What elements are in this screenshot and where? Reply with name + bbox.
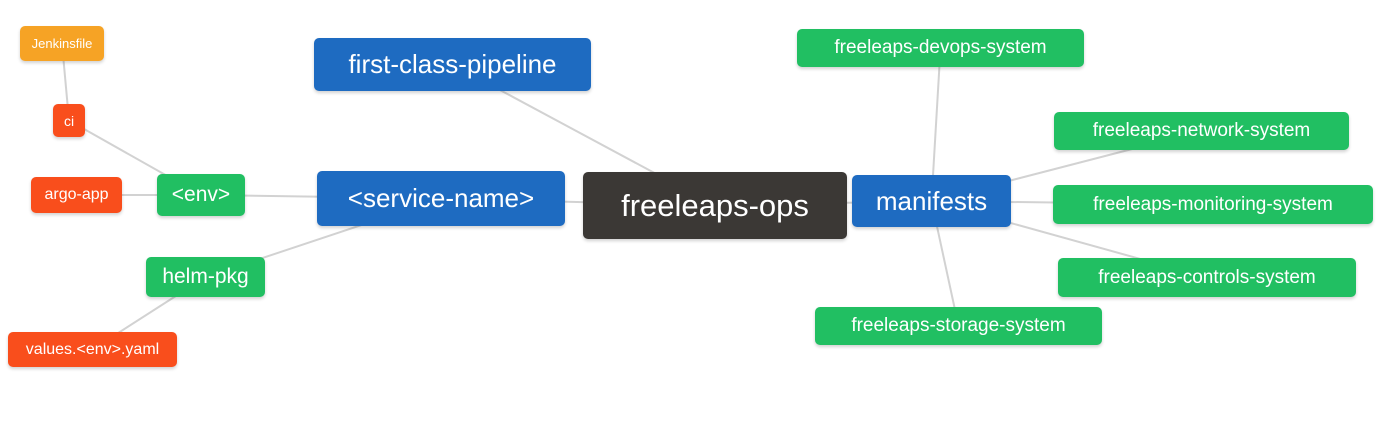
mindmap-node-jenkinsfile[interactable]: Jenkinsfile: [20, 26, 104, 61]
mindmap-node-first-class-pipeline[interactable]: first-class-pipeline: [314, 38, 591, 91]
mindmap-node-helm-pkg[interactable]: helm-pkg: [146, 257, 265, 297]
mindmap-node-storage-system[interactable]: freeleaps-storage-system: [815, 307, 1102, 345]
mindmap-node-env[interactable]: <env>: [157, 174, 245, 216]
node-label: argo-app: [44, 186, 109, 203]
node-label: freeleaps-storage-system: [851, 315, 1066, 336]
node-label: freeleaps-monitoring-system: [1093, 193, 1333, 215]
node-label: first-class-pipeline: [348, 49, 557, 79]
mindmap-node-freeleaps-ops[interactable]: freeleaps-ops: [583, 172, 847, 239]
node-label: <service-name>: [347, 183, 535, 213]
node-label: <env>: [171, 183, 231, 206]
node-label: manifests: [875, 185, 988, 216]
node-label: freeleaps-ops: [621, 187, 809, 223]
mindmap-node-service-name[interactable]: <service-name>: [317, 171, 565, 226]
mindmap-node-values-env-yaml[interactable]: values.<env>.yaml: [8, 332, 177, 367]
node-label: freeleaps-controls-system: [1098, 266, 1316, 288]
mindmap-node-ci[interactable]: ci: [53, 104, 85, 137]
node-label: helm-pkg: [162, 265, 249, 288]
node-label: values.<env>.yaml: [25, 340, 160, 358]
mindmap-node-monitoring-system[interactable]: freeleaps-monitoring-system: [1053, 185, 1373, 224]
node-label: freeleaps-devops-system: [834, 37, 1047, 58]
mindmap-node-manifests[interactable]: manifests: [852, 175, 1011, 227]
node-label: freeleaps-network-system: [1092, 120, 1311, 141]
mindmap-node-devops-system[interactable]: freeleaps-devops-system: [797, 29, 1084, 67]
mindmap-node-argo-app[interactable]: argo-app: [31, 177, 122, 213]
node-label: Jenkinsfile: [31, 36, 93, 51]
node-label: ci: [63, 112, 75, 129]
mindmap-node-controls-system[interactable]: freeleaps-controls-system: [1058, 258, 1356, 297]
mindmap-node-network-system[interactable]: freeleaps-network-system: [1054, 112, 1349, 150]
